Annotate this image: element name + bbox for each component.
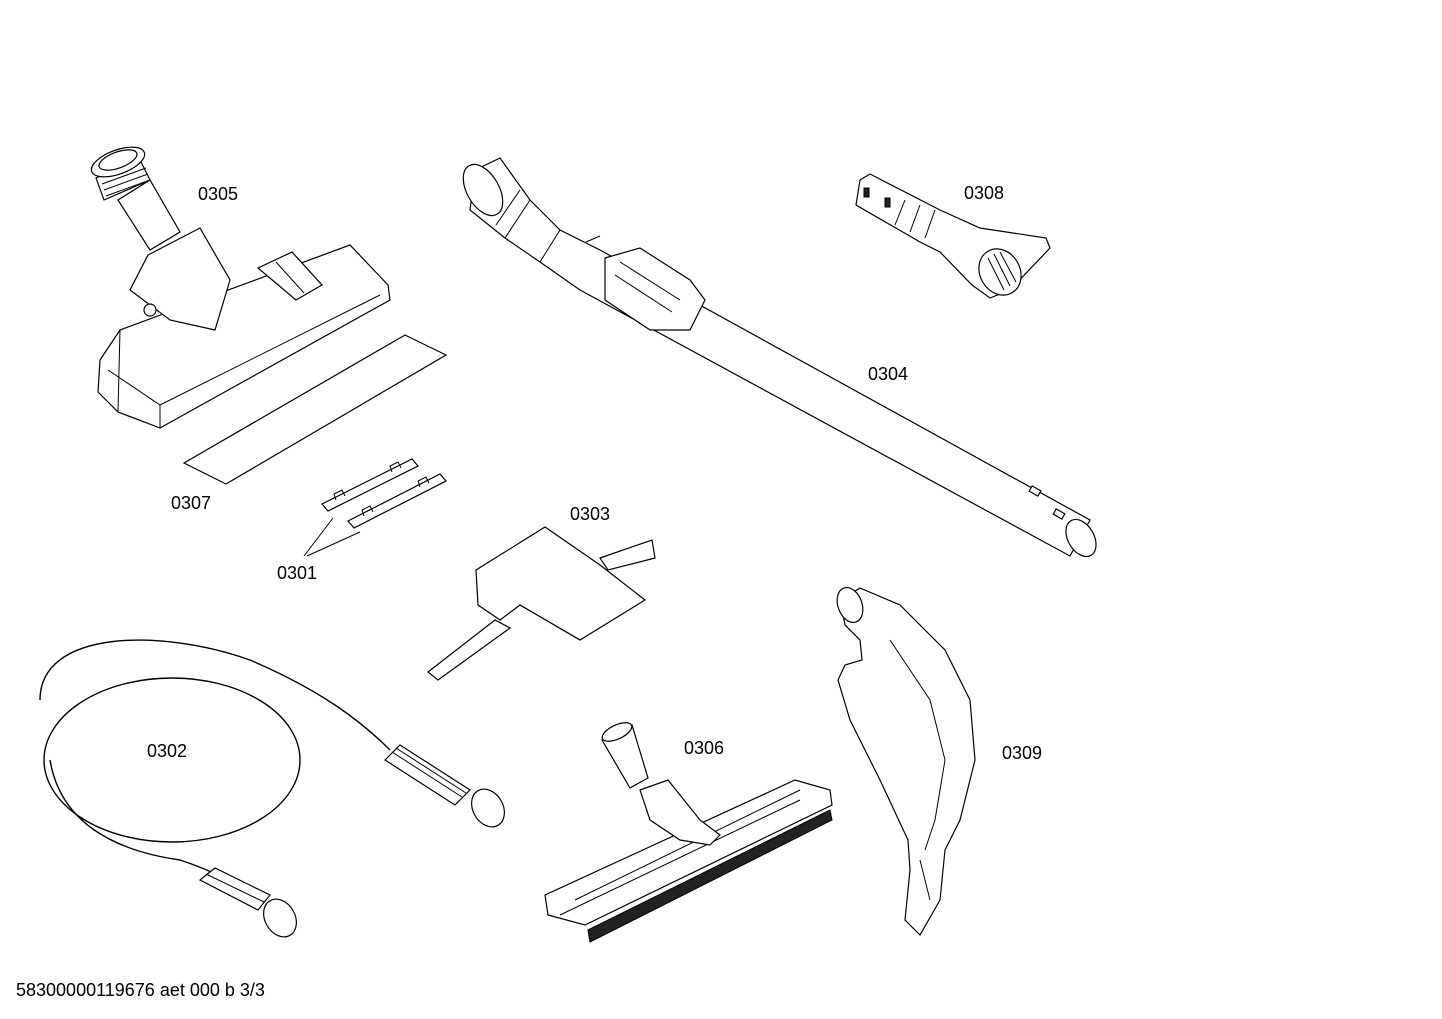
label-0301: 0301 — [277, 563, 318, 583]
label-0308: 0308 — [964, 183, 1005, 203]
telescopic-tube-0304 — [455, 158, 1102, 562]
label-0302: 0302 — [147, 741, 188, 761]
upholstery-nozzle-0308 — [856, 174, 1050, 303]
label-0303: 0303 — [570, 504, 611, 524]
label-0304: 0304 — [868, 364, 909, 384]
clips-0301 — [304, 459, 446, 556]
label-0309: 0309 — [1002, 743, 1043, 763]
furniture-nozzle-0303 — [428, 527, 655, 680]
parquet-brush-0306 — [545, 719, 832, 942]
hose-0302 — [40, 640, 511, 943]
handle-0309 — [833, 584, 975, 935]
label-0305: 0305 — [198, 184, 239, 204]
label-0307: 0307 — [171, 493, 212, 513]
strip-0307 — [184, 335, 446, 484]
drawing-footer-id: 58300000119676 aet 000 b 3/3 — [16, 980, 265, 1000]
floor-nozzle-0305 — [88, 141, 390, 428]
label-0306: 0306 — [684, 738, 725, 758]
